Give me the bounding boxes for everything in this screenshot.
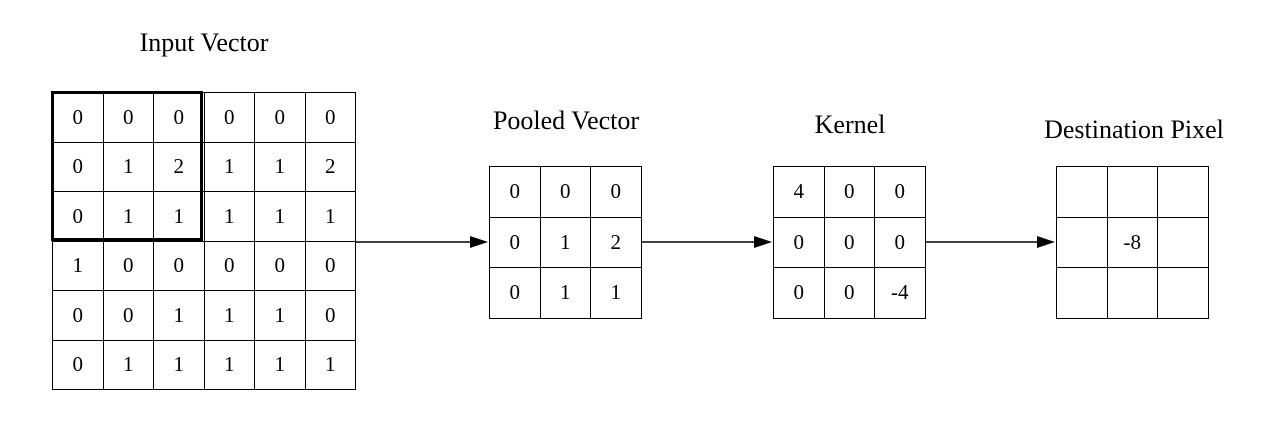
pooled-cell-r0-c1: 0 bbox=[540, 167, 591, 218]
input-cell-r5-c5: 1 bbox=[305, 340, 356, 390]
input-cell-r0-c1: 0 bbox=[103, 93, 154, 143]
input-cell-r1-c2: 2 bbox=[154, 142, 205, 192]
kernel-cell-r1-c0: 0 bbox=[774, 217, 825, 268]
destination-cell-r2-c1 bbox=[1107, 268, 1158, 319]
pooled-vector-title: Pooled Vector bbox=[492, 106, 640, 135]
kernel-cell-r1-c2: 0 bbox=[875, 217, 926, 268]
pooled-cell-r0-c2: 0 bbox=[591, 167, 642, 218]
destination-cell-r0-c1 bbox=[1107, 167, 1158, 218]
input-cell-r0-c0: 0 bbox=[53, 93, 104, 143]
pooled-cell-r1-c0: 0 bbox=[490, 217, 541, 268]
pooled-cell-r0-c0: 0 bbox=[490, 167, 541, 218]
input-cell-r3-c5: 0 bbox=[305, 241, 356, 291]
input-cell-r2-c5: 1 bbox=[305, 192, 356, 242]
destination-cell-r1-c2 bbox=[1158, 217, 1209, 268]
destination-pixel-title: Destination Pixel bbox=[1044, 115, 1224, 144]
input-cell-r5-c4: 1 bbox=[255, 340, 306, 390]
kernel-title: Kernel bbox=[814, 110, 886, 139]
destination-cell-r2-c0 bbox=[1057, 268, 1108, 319]
destination-cell-r0-c0 bbox=[1057, 167, 1108, 218]
input-cell-r2-c3: 1 bbox=[204, 192, 255, 242]
kernel-cell-r0-c2: 0 bbox=[875, 167, 926, 218]
destination-cell-r0-c2 bbox=[1158, 167, 1209, 218]
destination-cell-r1-c1: -8 bbox=[1107, 217, 1158, 268]
input-cell-r3-c1: 0 bbox=[103, 241, 154, 291]
input-cell-r4-c0: 0 bbox=[53, 291, 104, 341]
kernel-cell-r2-c0: 0 bbox=[774, 268, 825, 319]
pooled-cell-r1-c2: 2 bbox=[591, 217, 642, 268]
input-cell-r4-c2: 1 bbox=[154, 291, 205, 341]
arrow-kernel-to-destination bbox=[926, 236, 1055, 248]
destination-cell-r1-c0 bbox=[1057, 217, 1108, 268]
kernel-cell-r1-c1: 0 bbox=[824, 217, 875, 268]
input-cell-r5-c2: 1 bbox=[154, 340, 205, 390]
input-cell-r2-c2: 1 bbox=[154, 192, 205, 242]
destination-cell-r2-c2 bbox=[1158, 268, 1209, 319]
input-cell-r1-c1: 1 bbox=[103, 142, 154, 192]
input-cell-r3-c2: 0 bbox=[154, 241, 205, 291]
kernel-cell-r2-c2: -4 bbox=[875, 268, 926, 319]
kernel-cell-r0-c1: 0 bbox=[824, 167, 875, 218]
pooled-cell-r2-c2: 1 bbox=[591, 268, 642, 319]
input-cell-r0-c5: 0 bbox=[305, 93, 356, 143]
input-cell-r4-c5: 0 bbox=[305, 291, 356, 341]
kernel-cell-r0-c0: 4 bbox=[774, 167, 825, 218]
arrow-input-to-pooled bbox=[356, 236, 488, 248]
input-cell-r1-c4: 1 bbox=[255, 142, 306, 192]
input-cell-r4-c1: 0 bbox=[103, 291, 154, 341]
input-cell-r2-c4: 1 bbox=[255, 192, 306, 242]
input-cell-r3-c3: 0 bbox=[204, 241, 255, 291]
arrow-pooled-to-kernel bbox=[642, 236, 772, 248]
input-vector-title: Input Vector bbox=[139, 28, 269, 57]
input-cell-r1-c5: 2 bbox=[305, 142, 356, 192]
kernel-cell-r2-c1: 0 bbox=[824, 268, 875, 319]
destination-pixel-grid: -8 bbox=[1056, 166, 1209, 319]
input-cell-r1-c0: 0 bbox=[53, 142, 104, 192]
pooled-cell-r2-c1: 1 bbox=[540, 268, 591, 319]
input-cell-r5-c0: 0 bbox=[53, 340, 104, 390]
input-cell-r4-c3: 1 bbox=[204, 291, 255, 341]
input-cell-r1-c3: 1 bbox=[204, 142, 255, 192]
input-cell-r2-c0: 0 bbox=[53, 192, 104, 242]
input-cell-r2-c1: 1 bbox=[103, 192, 154, 242]
input-cell-r3-c0: 1 bbox=[53, 241, 104, 291]
input-cell-r0-c3: 0 bbox=[204, 93, 255, 143]
input-cell-r5-c1: 1 bbox=[103, 340, 154, 390]
pooled-cell-r2-c0: 0 bbox=[490, 268, 541, 319]
input-cell-r4-c4: 1 bbox=[255, 291, 306, 341]
input-cell-r0-c4: 0 bbox=[255, 93, 306, 143]
input-cell-r5-c3: 1 bbox=[204, 340, 255, 390]
input-cell-r0-c2: 0 bbox=[154, 93, 205, 143]
input-cell-r3-c4: 0 bbox=[255, 241, 306, 291]
pooled-cell-r1-c1: 1 bbox=[540, 217, 591, 268]
